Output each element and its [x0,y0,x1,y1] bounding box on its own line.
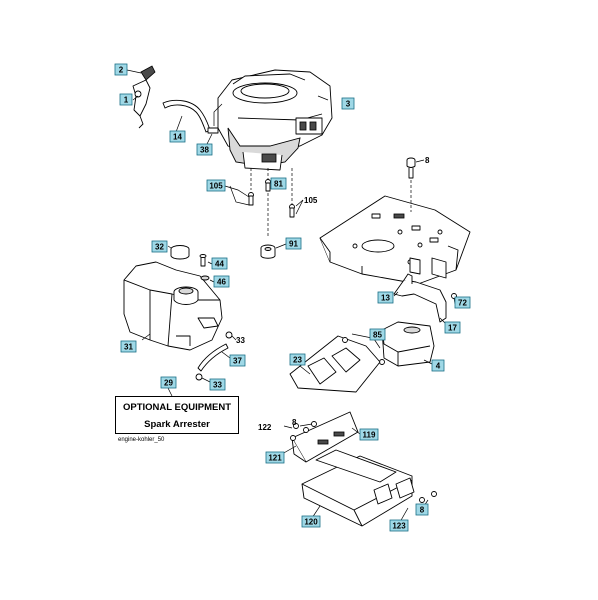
callout-8-bottom: 8 [415,503,429,516]
svg-text:17: 17 [448,324,457,333]
callout-31: 31 [120,340,137,353]
svg-text:72: 72 [458,299,467,308]
svg-text:37: 37 [233,357,242,366]
throttle-control [126,65,156,129]
callout-38: 38 [196,143,213,156]
callout-17: 17 [444,321,461,334]
svg-text:81: 81 [274,180,283,189]
label-33-top: 33 [236,336,245,345]
svg-text:23: 23 [293,356,302,365]
svg-text:91: 91 [289,240,298,249]
svg-text:4: 4 [436,362,441,371]
heat-shield-23 [289,335,381,393]
svg-text:85: 85 [373,331,382,340]
svg-text:2: 2 [119,66,124,75]
callout-123: 123 [389,519,409,532]
callout-105-left: 105 [206,179,226,192]
label-8-middle: 8 [292,418,297,427]
pulley-91 [260,243,287,259]
callout-37: 37 [229,354,246,367]
callout-44: 44 [211,257,228,270]
optional-equipment-title: OPTIONAL EQUIPMENT [122,402,232,413]
fitting-38 [205,127,219,147]
label-105-right: 105 [304,196,318,205]
fuel-line-37 [167,331,237,397]
diagram-id-label: engine-kohler_50 [118,437,165,443]
fuel-line [162,99,211,133]
spark-arrester-label: Spark Arrester [144,419,210,430]
svg-text:38: 38 [200,146,209,155]
callout-120: 120 [301,515,321,528]
callout-29: 29 [160,376,177,389]
callout-13: 13 [377,291,394,304]
svg-text:121: 121 [268,454,282,463]
callout-91: 91 [285,237,302,250]
svg-text:120: 120 [304,518,318,527]
svg-text:13: 13 [381,294,390,303]
muffler [351,321,435,367]
callout-1: 1 [119,93,133,106]
svg-text:8: 8 [420,506,425,515]
fuel-tank [123,261,223,351]
mounting-plate [319,195,471,285]
label-8-top: 8 [425,156,430,165]
spark-arrester-assembly [281,411,437,527]
svg-text:105: 105 [209,182,223,191]
svg-text:3: 3 [346,100,351,109]
svg-text:46: 46 [217,278,226,287]
optional-equipment-box: OPTIONAL EQUIPMENT Spark Arrester [115,396,239,434]
svg-text:29: 29 [164,379,173,388]
fuel-cap-32 [167,245,190,260]
callout-32: 32 [151,240,168,253]
svg-text:32: 32 [155,243,164,252]
svg-text:1: 1 [124,96,129,105]
svg-text:33: 33 [213,381,222,390]
engine-bolts [224,168,304,238]
bolt-8-top [406,157,425,212]
svg-text:31: 31 [124,343,133,352]
callout-14: 14 [169,130,186,143]
callout-3: 3 [341,97,355,110]
label-122: 122 [258,423,272,432]
callout-4: 4 [431,359,445,372]
callout-85: 85 [369,328,386,341]
svg-text:14: 14 [173,133,182,142]
svg-text:44: 44 [215,260,224,269]
callout-81: 81 [270,177,287,190]
svg-text:119: 119 [363,431,376,440]
fuel-fittings-44-46 [199,254,215,283]
callout-23: 23 [289,353,306,366]
callout-119: 119 [359,428,379,441]
callout-72: 72 [454,296,471,309]
engine [213,69,333,171]
bracket-13-17 [393,273,457,325]
svg-text:123: 123 [392,522,406,531]
callout-2: 2 [114,63,128,76]
callout-46: 46 [213,275,230,288]
callout-33-bottom: 33 [209,378,226,391]
callout-121: 121 [265,451,285,464]
